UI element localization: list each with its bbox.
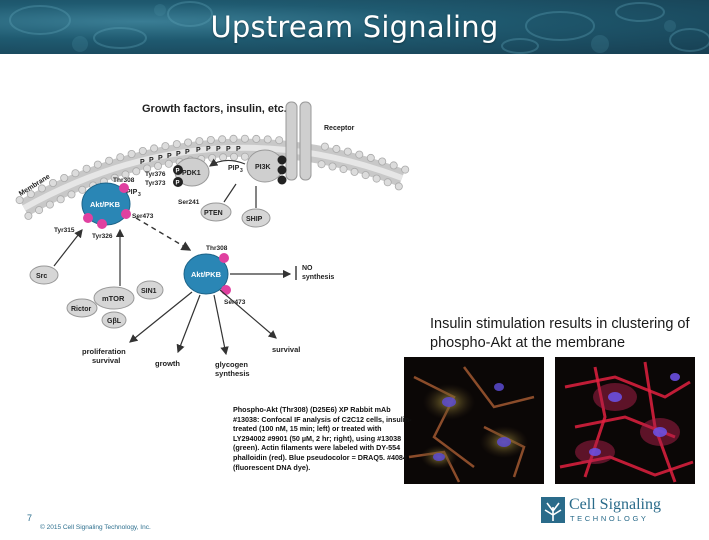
svg-text:P: P <box>158 155 163 162</box>
gbl-label: GβL <box>107 318 122 325</box>
svg-text:P: P <box>206 146 211 153</box>
tyr373-label: Tyr373 <box>145 180 166 187</box>
pdk1-label: PDK1 <box>182 170 201 177</box>
slide-title: Upstream Signaling <box>210 10 499 44</box>
src-label: Src <box>36 273 47 280</box>
rictor-protein <box>66 298 98 318</box>
thr308-label-b: Thr308 <box>206 245 228 252</box>
banner-texture-image <box>9 1 709 54</box>
glycogen-arrow <box>213 294 229 356</box>
svg-text:3: 3 <box>240 168 243 174</box>
ser241-label: Ser241 <box>178 199 200 206</box>
logo-tree-icon <box>541 497 565 523</box>
pi3k-to-pdk1-arrow <box>209 158 246 167</box>
svg-text:P: P <box>196 147 201 154</box>
svg-text:3: 3 <box>138 192 141 198</box>
svg-text:P: P <box>176 181 180 187</box>
ship-protein <box>241 208 271 228</box>
receptor-label: Receptor <box>324 125 355 132</box>
akt-cytoplasm-label: Akt/PKB <box>191 270 222 279</box>
no-synthesis-label: synthesis <box>302 274 334 281</box>
glycogen-label: glycogen <box>215 360 248 369</box>
pten-label: PTEN <box>204 210 223 217</box>
logo-text-cell-signaling: Cell Signaling <box>569 496 661 513</box>
akt-cytoplasm-protein <box>183 253 229 295</box>
pten-protein <box>200 202 232 222</box>
figure-legend: Phospho-Akt (Thr308) (D25E6) XP Rabbit m… <box>233 405 412 472</box>
rictor-label: Rictor <box>71 306 92 313</box>
mtor-protein <box>93 286 135 310</box>
logo-text-technology: TECHNOLOGY <box>570 514 649 523</box>
svg-text:P: P <box>140 159 145 166</box>
svg-text:P: P <box>226 146 231 153</box>
growth-label: growth <box>155 359 180 368</box>
pten-inhibit-line <box>223 183 237 203</box>
copyright-text: © 2015 Cell Signaling Technology, Inc. <box>40 524 151 531</box>
micrograph-ly294002-treated-image <box>555 357 695 484</box>
ship-label: SHIP <box>246 216 263 223</box>
micrograph-insulin-treated-image <box>404 357 544 484</box>
pi3k-phospho-stack <box>277 155 287 185</box>
pdk1-phospho-2 <box>173 177 183 187</box>
no-label: NO <box>302 265 313 272</box>
svg-text:P: P <box>176 169 180 175</box>
glycogen-synthesis-label: synthesis <box>215 369 250 378</box>
sin1-protein <box>136 280 164 300</box>
insulin-caption: Insulin stimulation results in clusterin… <box>430 316 690 351</box>
svg-text:P: P <box>216 146 221 153</box>
pip3-label-b: PIP <box>126 189 138 196</box>
proliferation-label: proliferation <box>82 347 126 356</box>
pi3k-label: PI3K <box>255 164 271 171</box>
growth-arrow <box>176 294 201 354</box>
proliferation-arrow <box>129 291 193 343</box>
survival-arrow <box>219 289 277 339</box>
mtor-label: mTOR <box>102 294 125 303</box>
proliferation-survival-label: survival <box>92 356 120 365</box>
svg-text:P: P <box>149 157 154 164</box>
pdk1-phospho <box>173 165 183 175</box>
svg-text:P: P <box>167 153 172 160</box>
ser473-label-a: Ser473 <box>132 213 154 220</box>
akt-membrane-phospho <box>83 183 131 229</box>
src-arrow <box>53 229 83 267</box>
slide-number: 7 <box>27 513 33 523</box>
translocation-arrow <box>135 217 192 251</box>
svg-text:P: P <box>236 146 241 153</box>
pip3-label-a: PIP <box>228 165 240 172</box>
gbl-protein <box>101 311 127 329</box>
title-banner: Upstream Signaling <box>0 0 709 54</box>
growth-factors-label: Growth factors, insulin, etc. <box>142 103 287 115</box>
tyr326-label: Tyr326 <box>92 233 113 240</box>
thr308-label-a: Thr308 <box>113 177 135 184</box>
akt-membrane-label: Akt/PKB <box>90 200 121 209</box>
tyr315-label: Tyr315 <box>54 227 75 234</box>
cell-signaling-logo: Cell Signaling TECHNOLOGY <box>541 495 681 527</box>
survival-label: survival <box>272 345 300 354</box>
tyr376-label: Tyr376 <box>145 171 166 178</box>
akt-pathway-diagram: Growth factors, insulin, etc. Membrane R… <box>15 101 410 378</box>
src-protein <box>29 265 59 285</box>
sin1-label: SIN1 <box>141 288 157 295</box>
svg-text:P: P <box>185 149 190 156</box>
svg-text:P: P <box>176 151 181 158</box>
receptor <box>285 101 312 181</box>
